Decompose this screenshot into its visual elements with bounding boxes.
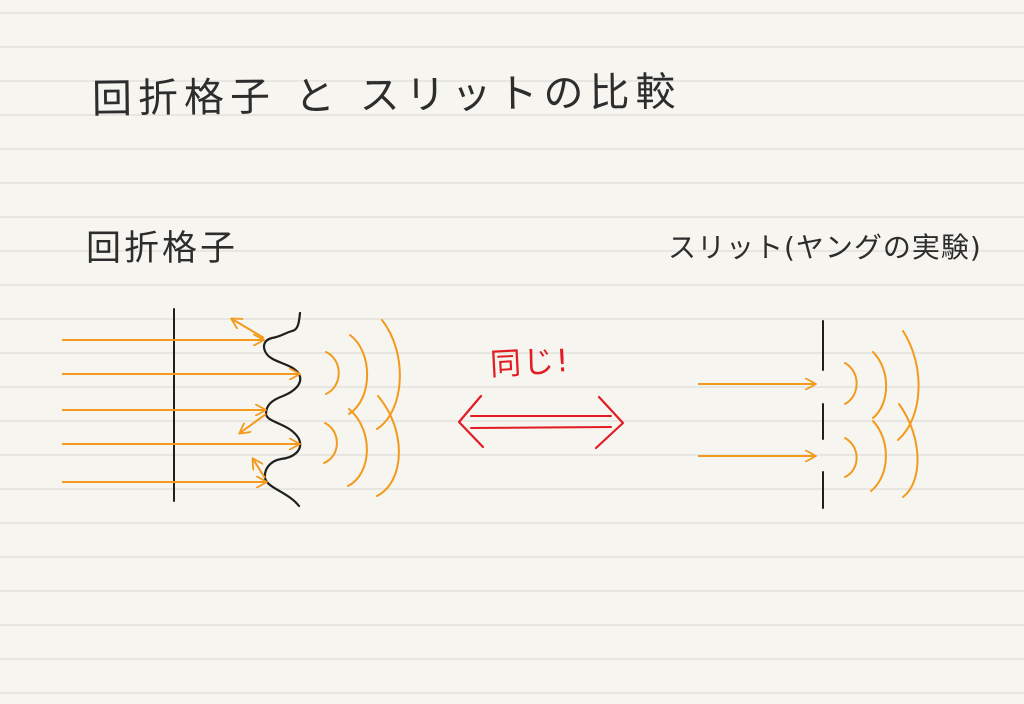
diffraction-grating-diagram [62,308,401,508]
wavefront [897,330,920,441]
double-arrow-right-head [594,395,625,450]
reflected-ray [240,413,267,433]
slit-wavefronts [844,330,920,498]
wavefront [347,408,368,487]
diffraction-grating-label: 回折格子 [86,229,239,269]
reflected-ray [232,319,265,339]
reflected-rays [232,319,267,479]
double-arrow-left-head [457,394,485,449]
wavefront [325,351,340,395]
young-slit-label: スリット(ヤングの実験) [668,231,982,264]
wavefront [872,351,888,419]
wavefront [870,420,887,492]
sawtooth-grating-icon [262,311,302,508]
wavefront [898,403,919,498]
wavefront [844,362,858,405]
young-slit-diagram [698,320,920,509]
double-arrow-line [470,426,612,429]
wavefront [376,319,401,430]
wavefront [376,395,400,497]
reflected-ray [253,459,266,479]
wavefront [348,334,369,415]
wavefront [323,422,338,464]
wavefront [844,437,858,478]
double-arrow-icon [457,394,625,450]
incident-rays-left [62,340,299,482]
diffracted-wavefronts-left [323,319,401,497]
